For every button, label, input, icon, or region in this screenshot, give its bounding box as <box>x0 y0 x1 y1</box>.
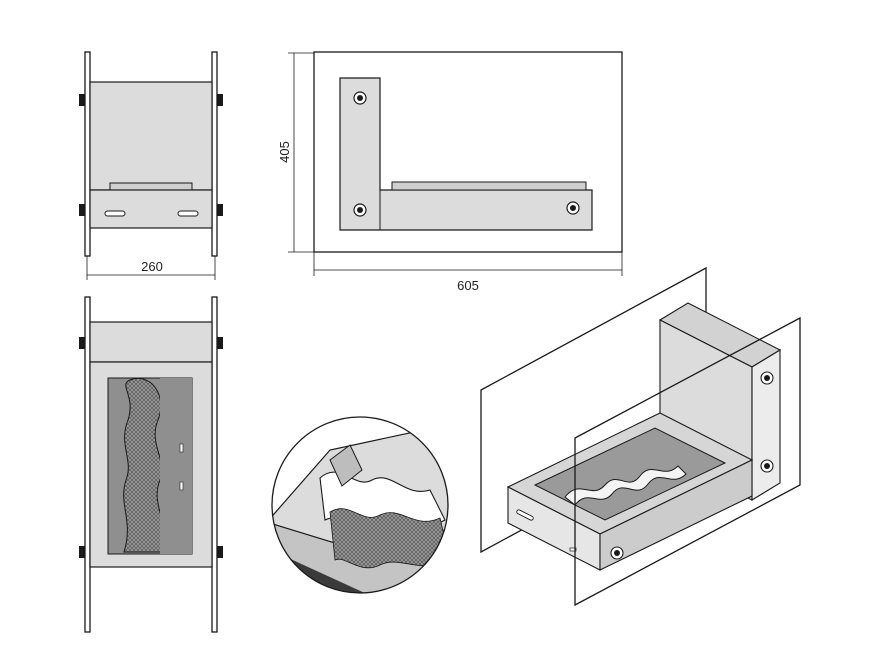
iso-bolt <box>610 546 624 560</box>
side-back-panel <box>89 81 213 191</box>
side-slot-right <box>177 210 199 217</box>
plan-bolt <box>353 91 367 105</box>
plan-bolt <box>353 203 367 217</box>
front-bolt <box>79 337 85 349</box>
iso-indicator <box>569 547 577 552</box>
front-indicator <box>179 443 184 453</box>
iso-upright-face <box>751 349 781 501</box>
plan-view: 405 605 <box>277 51 623 293</box>
iso-view <box>480 266 801 607</box>
front-burner-right-panel <box>160 378 192 554</box>
plan-l-bracket <box>339 77 593 231</box>
depth-dim-label: 260 <box>141 259 163 274</box>
side-glass-right <box>211 51 218 257</box>
width-dim-label: 605 <box>457 278 479 293</box>
side-bolt <box>79 204 85 216</box>
side-bolt <box>217 94 223 106</box>
front-glass-right <box>211 296 218 633</box>
front-bolt <box>217 546 223 558</box>
iso-bolt <box>760 459 774 473</box>
front-bolt <box>217 337 223 349</box>
detail-mesh <box>329 508 448 569</box>
iso-bolt <box>760 371 774 385</box>
detail-lip <box>329 444 363 487</box>
height-dim-label: 405 <box>277 141 292 163</box>
side-view: 260 <box>79 51 223 280</box>
front-indicator <box>179 481 184 491</box>
side-slot-left <box>104 210 126 217</box>
side-burner-box <box>89 189 213 229</box>
side-glass-left <box>84 51 91 257</box>
iso-slot <box>516 509 534 521</box>
iso-box-side <box>599 459 753 571</box>
plan-tray-lip <box>391 181 587 191</box>
detail-view <box>271 416 449 594</box>
plan-bolt <box>566 201 580 215</box>
side-tray-lip <box>109 182 193 191</box>
front-bolt <box>79 546 85 558</box>
front-burner-mesh <box>123 377 165 553</box>
iso-front-glass <box>574 316 801 607</box>
detail-circle-outline <box>271 416 449 594</box>
front-glass-left <box>84 296 91 633</box>
front-view <box>79 296 223 633</box>
side-bolt <box>217 204 223 216</box>
iso-burner-wave <box>564 465 687 506</box>
front-top-bracket <box>89 321 213 363</box>
side-bolt <box>79 94 85 106</box>
